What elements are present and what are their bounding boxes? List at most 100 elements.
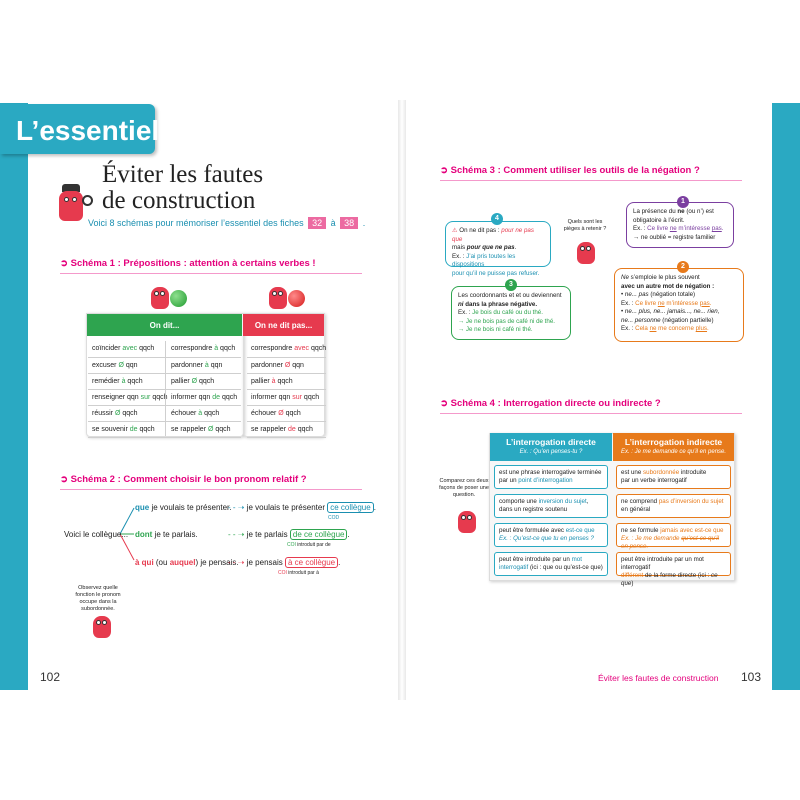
mascot-b-icon	[55, 184, 87, 224]
relative-row-dont: dont je te parlais.	[135, 530, 198, 539]
table-row: réussir Ø qqch	[88, 405, 168, 422]
table-cell: réussir Ø qqch	[88, 405, 168, 422]
table-cell: pardonner à qqn	[167, 357, 241, 374]
divider	[440, 180, 742, 181]
red-ball-icon	[288, 290, 305, 307]
table-row: se rappeler de qqch	[247, 421, 327, 438]
right-edge-bar	[772, 103, 800, 690]
left-page-number: 102	[40, 670, 61, 684]
indirect-cell-1: est une subordonnée introduite par un ve…	[616, 465, 731, 489]
relative-row-que: que je voulais te présenter.	[135, 503, 232, 512]
function-label-coi-de: COI introduit par de	[287, 542, 331, 548]
book-spine	[398, 100, 406, 700]
divider	[440, 413, 742, 414]
direct-cell-4: peut être introduite par un mot interrog…	[494, 552, 608, 576]
table-row: informer qqn de qqch	[167, 389, 241, 406]
bubble-number-1: 1	[677, 196, 689, 208]
table-row: se souvenir de qqch	[88, 421, 168, 438]
branch-lines	[119, 507, 135, 561]
relative-result-que: - - ➝ je voulais te présenter ce collègu…	[228, 502, 376, 513]
fiche-end-badge[interactable]: 38	[340, 217, 359, 229]
table-row: coïncider avec qqch	[88, 341, 168, 358]
table-cell: excuser Ø qqn	[88, 357, 168, 374]
direct-cell-2: comporte une inversion du sujet, dans un…	[494, 494, 608, 518]
table-cell: se souvenir de qqch	[88, 421, 168, 438]
table-cell: correspondre à qqch	[167, 341, 241, 358]
table-cell: coïncider avec qqch	[88, 341, 168, 358]
table-cell: pardonner Ø qqn	[247, 357, 327, 374]
mascot-b-icon	[90, 612, 114, 642]
negation-bubble-1: La présence du ne (ou n’) est obligatoir…	[626, 202, 734, 248]
table-row: se rappeler Ø qqch	[167, 421, 241, 438]
intro-text: Voici 8 schémas pour mémoriser l’essenti…	[88, 217, 366, 229]
table-row: pallier Ø qqch	[167, 373, 241, 390]
direct-cell-3: peut être formulée avec est-ce que Ex. :…	[494, 523, 608, 547]
table-cell: renseigner qqn sur qqch	[88, 389, 168, 406]
table-cell: se rappeler de qqch	[247, 421, 327, 438]
schema4-title: ➲ Schéma 4 : Interrogation directe ou in…	[440, 398, 661, 409]
column-divider	[165, 341, 166, 436]
relative-base-sentence: Voici le collègue...	[64, 530, 129, 539]
mascot-b-icon	[574, 238, 598, 268]
schema1-title: ➲ Schéma 1 : Prépositions : attention à …	[60, 258, 316, 269]
divider	[60, 489, 362, 490]
table-row: échouer à qqch	[167, 405, 241, 422]
arrow-icon: ➲	[440, 398, 448, 409]
divider	[60, 273, 362, 274]
right-page-number: 103	[741, 670, 762, 684]
page-title: Éviter les fautes de construction	[102, 161, 264, 214]
table-cell: remédier à qqch	[88, 373, 168, 390]
table-cell: échouer Ø qqch	[247, 405, 327, 422]
relative-result-a-qui: - - ➝ je pensais à ce collègue.	[228, 557, 341, 568]
warning-icon: ⚠	[452, 227, 458, 234]
relative-row-a-qui: à qui (ou auquel) je pensais.	[135, 558, 239, 567]
bubble-number-4: 4	[491, 213, 503, 225]
table-row: pardonner à qqn	[167, 357, 241, 374]
negation-bubble-2: Ne s’emploie le plus souvent avec un aut…	[614, 268, 744, 342]
mascot-b-icon	[148, 283, 172, 313]
table-row: pardonner Ø qqn	[247, 357, 327, 374]
green-ball-icon	[170, 290, 187, 307]
schema3-title: ➲ Schéma 3 : Comment utiliser les outils…	[440, 165, 700, 176]
table-row: informer qqn sur qqch	[247, 389, 327, 406]
relative-result-dont: - - ➝ je te parlais de ce collègue.	[228, 529, 350, 540]
table-cell: informer qqn sur qqch	[247, 389, 327, 406]
table-cell: correspondre avec qqch	[247, 341, 327, 358]
magnifier-icon	[82, 195, 93, 206]
table-row: remédier à qqch	[88, 373, 168, 390]
arrow-icon: ➲	[440, 165, 448, 176]
table-row: pallier à qqch	[247, 373, 327, 390]
schema2-note: Observez quelle fonction le pronom occup…	[75, 585, 121, 612]
table-cell: pallier à qqch	[247, 373, 327, 390]
indirect-cell-2: ne comprend pas d’inversion du sujet en …	[616, 494, 731, 518]
mascot-b-icon	[455, 507, 479, 537]
indirect-cell-4: peut être introduite par un mot interrog…	[616, 552, 731, 587]
bubble-number-2: 2	[677, 261, 689, 273]
schema3-question: Quels sont les pièges à retenir ?	[563, 219, 607, 232]
negation-bubble-3: Les coordonnants et et ou deviennent ni …	[451, 286, 571, 340]
left-edge-bar	[0, 103, 28, 690]
table-row: excuser Ø qqn	[88, 357, 168, 374]
running-title: Éviter les fautes de construction	[598, 673, 719, 683]
function-label-coi-a: COI introduit par à	[278, 570, 319, 576]
table-cell: se rappeler Ø qqch	[167, 421, 241, 438]
mascot-b-icon	[266, 283, 290, 313]
table-cell: pallier Ø qqch	[167, 373, 241, 390]
schema4-note: Comparez ces deux façons de poser une qu…	[439, 478, 489, 498]
function-label-cod: COD	[328, 515, 340, 521]
schema2-title: ➲ Schéma 2 : Comment choisir le bon pron…	[60, 474, 307, 485]
arrow-icon: ➲	[60, 474, 68, 485]
column-header-on-dit: On dit...	[87, 314, 242, 336]
negation-bubble-4: ⚠ On ne dit pas : pour ne pas que mais p…	[445, 221, 551, 277]
column-header-on-ne-dit-pas: On ne dit pas...	[243, 314, 324, 336]
table-row: renseigner qqn sur qqch	[88, 389, 168, 406]
indirect-cell-3: ne se formule jamais avec est-ce que Ex.…	[616, 523, 731, 550]
table-row: correspondre à qqch	[167, 341, 241, 358]
fiche-start-badge[interactable]: 32	[308, 217, 327, 229]
